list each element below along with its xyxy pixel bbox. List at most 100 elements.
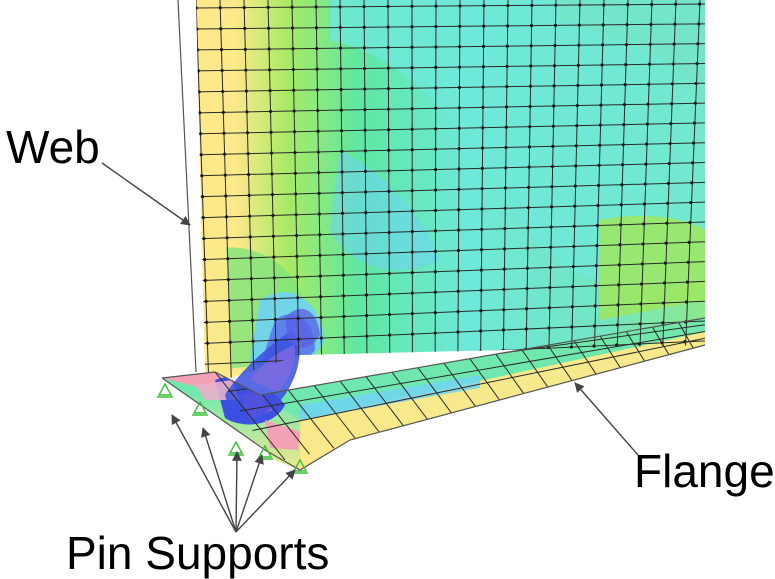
mesh-node [569,345,573,349]
mesh-node [433,290,437,294]
mesh-node [481,85,485,89]
mesh-node [196,48,200,52]
mesh-node [433,167,438,172]
mesh-node [554,3,558,7]
mesh-node [503,186,508,190]
mesh-node [457,126,461,130]
mesh-node [480,187,484,191]
mesh-node [481,126,485,130]
mesh-node [482,24,486,28]
mesh-node [529,64,533,68]
mesh-node [457,208,461,212]
mesh-node [525,266,529,270]
mesh-node [597,183,601,187]
mesh-node [218,6,222,10]
mesh-node [648,42,652,46]
mesh-node [318,233,322,237]
mesh-node [434,127,438,131]
mesh-node [292,130,297,134]
mesh-node [340,170,344,174]
mesh-node [315,88,320,92]
pin-supports-label: Pin Supports [66,527,330,579]
mesh-node [292,88,296,92]
mesh-node [482,4,486,8]
mesh-node [525,307,529,311]
mesh-node [317,191,321,195]
pin-support-icon [157,382,173,398]
mesh-node [576,63,580,67]
mesh-node [624,43,629,47]
mesh-node [410,250,414,254]
mesh-node [530,3,534,7]
mesh-node [410,189,414,193]
mesh-node [433,208,438,213]
mesh-node [481,105,485,109]
mesh-node [549,205,554,209]
mesh-node [662,301,666,305]
mesh-node [295,275,299,279]
mesh-node [201,215,205,220]
mesh-node [204,299,208,303]
flange-mesh-longitudinal [252,337,705,431]
mesh-node [479,248,484,252]
mesh-node [365,334,369,338]
mesh-node [317,171,321,175]
mesh-node [273,297,277,301]
mesh-node [641,242,645,246]
pin-support-icon [192,400,208,416]
web-mesh-horizontal [189,3,705,9]
mesh-node [503,226,507,231]
mesh-node [268,89,272,93]
mesh-node [248,235,252,239]
mesh-node [501,328,506,332]
mesh-node [387,271,391,276]
mesh-node [456,248,461,253]
mesh-node [410,86,414,90]
mesh-node [386,25,390,29]
mesh-node [410,332,415,336]
flange-mesh-longitudinal [239,331,705,412]
mesh-node [410,168,414,172]
mesh-node [689,200,693,205]
mesh-node [296,296,300,300]
mesh-node [696,42,700,46]
mesh-node [480,227,484,231]
pin-arrow-5 [235,469,296,533]
mesh-node [592,324,597,328]
mesh-node [200,195,205,199]
mesh-node [686,260,690,264]
mesh-node [314,26,319,30]
mesh-node [338,25,342,30]
mesh-node [506,24,510,28]
mesh-node [621,143,625,147]
mesh-node [661,321,665,325]
mesh-node [268,109,273,114]
mesh-node [647,82,651,86]
mesh-node [640,262,644,266]
mesh-node [244,89,249,93]
mesh-node [616,303,620,307]
mesh-node [501,348,505,352]
mesh-node [242,5,246,10]
mesh-node [249,277,253,281]
mesh-node [317,212,321,216]
mesh-node [316,108,320,113]
mesh-node [529,23,534,28]
mesh-node [410,127,414,131]
mesh-node [688,220,692,225]
mesh-node [198,132,203,136]
mesh-node [671,62,675,66]
mesh-node [314,5,318,9]
mesh-node [592,344,596,348]
pin-arrow-4 [235,454,264,533]
mesh-node [410,107,414,111]
mesh-node [666,201,670,205]
mesh-node [340,149,344,153]
mesh-node [273,317,277,321]
mesh-node [268,68,272,72]
mesh-node [228,319,232,323]
mesh-node [549,225,553,229]
mesh-node [479,268,483,272]
mesh-node [458,45,462,49]
mesh-node [456,269,460,273]
